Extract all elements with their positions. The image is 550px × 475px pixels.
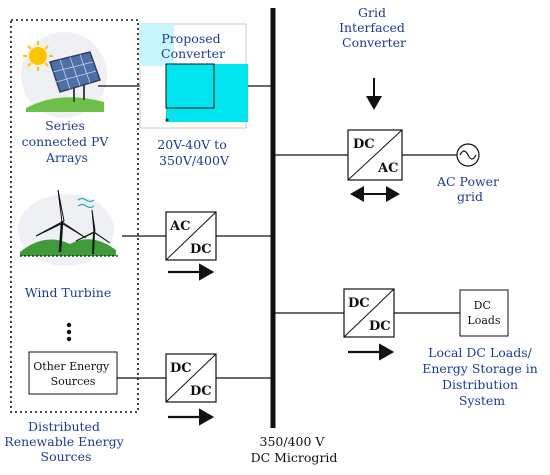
wind-turbine-icon bbox=[18, 189, 120, 266]
grid-converter-box: DC AC bbox=[347, 129, 403, 181]
proposed-converter bbox=[139, 23, 248, 129]
svg-text:DC: DC bbox=[348, 296, 370, 311]
load-converter-box: DC DC bbox=[343, 288, 395, 338]
svg-text:DC: DC bbox=[190, 242, 212, 257]
svg-text:DC: DC bbox=[190, 384, 212, 399]
proposed-converter-label: Proposed Converter bbox=[161, 31, 225, 61]
dc-loads-box bbox=[459, 289, 509, 337]
svg-text:AC: AC bbox=[377, 161, 398, 176]
voltage-range-label: 20V-40V to 350V/400V bbox=[157, 137, 230, 168]
grid-converter-label: Grid Interfaced Converter bbox=[339, 5, 409, 50]
svg-text:AC: AC bbox=[169, 219, 190, 234]
more-sources-dots bbox=[66, 322, 72, 342]
ac-power-grid-label: AC Power grid bbox=[436, 174, 503, 204]
svg-text:DC: DC bbox=[170, 361, 192, 376]
other-sources-box bbox=[28, 351, 118, 395]
other-sources-label: Other Energy Sources bbox=[33, 360, 112, 388]
other-converter-box: DC DC bbox=[165, 353, 217, 403]
pv-array-icon bbox=[21, 32, 107, 118]
dc-loads-label: DC Loads bbox=[467, 299, 501, 327]
pv-arrays-label: Series connected PV Arrays bbox=[22, 118, 113, 165]
svg-text:DC: DC bbox=[353, 137, 375, 152]
ac-source-icon bbox=[456, 143, 480, 167]
wind-turbine-label: Wind Turbine bbox=[25, 285, 111, 300]
local-dc-loads-label: Local DC Loads/ Energy Storage in Distri… bbox=[422, 345, 542, 408]
dc-microgrid-label: 350/400 V DC Microgrid bbox=[251, 434, 338, 465]
svg-text:DC: DC bbox=[369, 319, 391, 334]
sources-boundary bbox=[10, 19, 139, 413]
wind-converter-box: AC DC bbox=[165, 211, 217, 261]
distributed-sources-label: Distributed Renewable Energy Sources bbox=[4, 419, 127, 464]
